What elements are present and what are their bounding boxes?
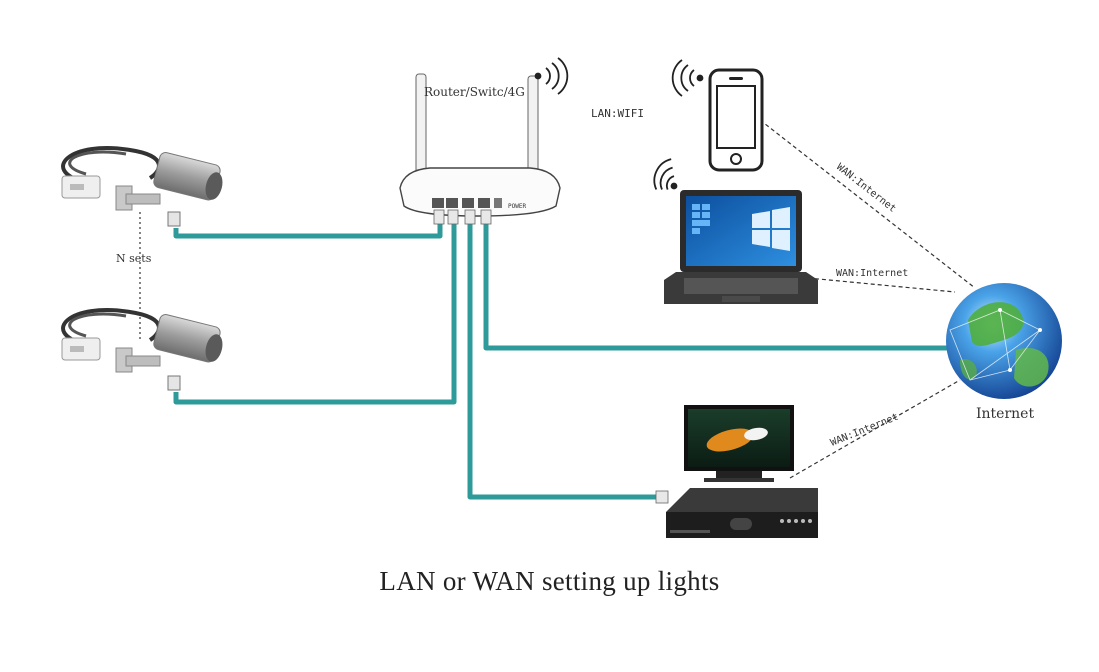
lan-wifi-label: LAN:WIFI (591, 107, 644, 120)
dvr-recorder-icon (666, 488, 818, 538)
cable-camera-1 (173, 224, 443, 239)
dvr-plug (655, 490, 669, 504)
wan-line-phone (759, 119, 976, 289)
wan-line-laptop (807, 277, 956, 293)
wan-links (139, 119, 976, 479)
router-power-label: POWER (508, 203, 526, 210)
wan-label-phone: WAN:Internet (834, 162, 898, 215)
lan-cables (173, 224, 948, 500)
phone-wifi-icon (671, 59, 704, 97)
smartphone-icon (708, 68, 764, 172)
laptop-icon (664, 190, 818, 304)
router-label: Router/Switc/4G (424, 85, 525, 99)
wan-label-laptop: WAN:Internet (836, 268, 908, 279)
laptop-wifi-icon (653, 158, 678, 190)
monitor-icon (684, 405, 794, 482)
ip-camera-icon-2 (61, 308, 223, 391)
wan-line-dvr (789, 379, 961, 479)
cable-dvr (467, 224, 656, 500)
wifi-signal-icon (534, 57, 569, 95)
ip-camera-icon (61, 146, 223, 227)
diagram-caption: LAN or WAN setting up lights (379, 566, 720, 596)
cable-internet (483, 224, 948, 351)
wan-label-dvr: WAN:Internet (829, 412, 900, 449)
n-sets-label: N sets (116, 252, 152, 265)
router-icon: POWER (399, 73, 561, 225)
internet-globe-icon (946, 283, 1062, 399)
cable-camera-2 (173, 224, 457, 405)
internet-label: Internet (976, 406, 1034, 422)
